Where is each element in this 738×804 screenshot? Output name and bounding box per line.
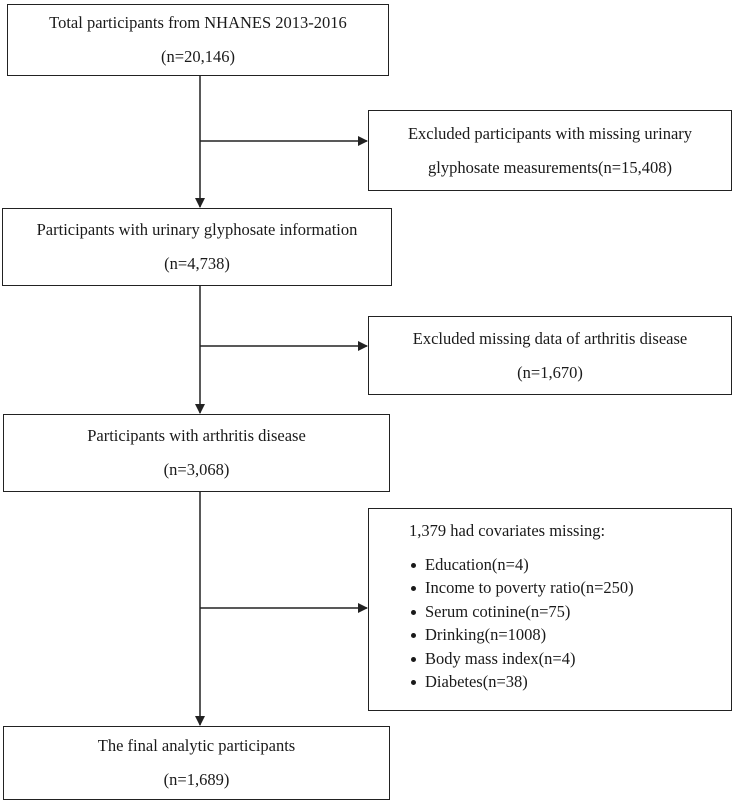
box-excluded-arthritis: Excluded missing data of arthritis disea…	[368, 316, 732, 395]
box-final-line2: (n=1,689)	[163, 770, 230, 789]
box-arthritis-disease: Participants with arthritis disease (n=3…	[3, 414, 390, 492]
box-glyphosate-info-line1: Participants with urinary glyphosate inf…	[36, 220, 358, 239]
box-covariates-missing: 1,379 had covariates missing: Education(…	[368, 508, 732, 711]
box-total-participants: Total participants from NHANES 2013-2016…	[7, 4, 389, 76]
box-excluded-glyphosate: Excluded participants with missing urina…	[368, 110, 732, 191]
box-glyphosate-info-line2: (n=4,738)	[164, 254, 230, 273]
covariate-item-education: Education(n=4)	[411, 553, 731, 577]
box-final-participants: The final analytic participants (n=1,689…	[3, 726, 390, 800]
covariate-item-serum-cotinine: Serum cotinine(n=75)	[411, 600, 731, 624]
box-excluded-glyphosate-line2: glyphosate measurements(n=15,408)	[428, 157, 672, 177]
covariates-list: Education(n=4) Income to poverty ratio(n…	[409, 553, 731, 694]
box-final-line1: The final analytic participants	[97, 736, 296, 755]
covariate-item-drinking: Drinking(n=1008)	[411, 623, 731, 647]
box-glyphosate-information: Participants with urinary glyphosate inf…	[2, 208, 392, 286]
box-arthritis-line1: Participants with arthritis disease	[87, 426, 306, 445]
box-excluded-arthritis-line2: (n=1,670)	[517, 362, 583, 382]
box-arthritis-line2: (n=3,068)	[163, 460, 230, 479]
box-excluded-arthritis-line1: Excluded missing data of arthritis disea…	[412, 328, 688, 348]
box-excluded-glyphosate-line1: Excluded participants with missing urina…	[407, 123, 693, 143]
box-total-line2: (n=20,146)	[161, 47, 235, 66]
covariates-heading: 1,379 had covariates missing:	[409, 521, 606, 540]
covariate-item-diabetes: Diabetes(n=38)	[411, 670, 731, 694]
covariate-item-income-poverty: Income to poverty ratio(n=250)	[411, 576, 731, 600]
covariate-item-body-mass-index: Body mass index(n=4)	[411, 647, 731, 671]
box-total-line1: Total participants from NHANES 2013-2016	[49, 13, 347, 32]
